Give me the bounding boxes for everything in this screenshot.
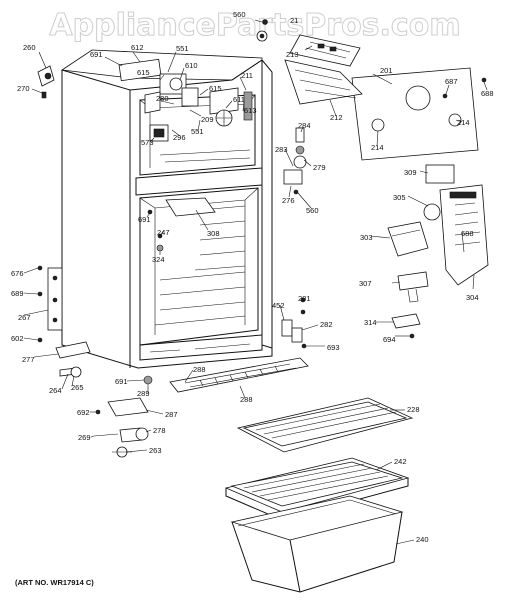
- label-691: 691: [90, 50, 103, 59]
- label-289: 289: [137, 389, 150, 398]
- label-560: 560: [233, 10, 246, 19]
- label-692: 692: [77, 408, 90, 417]
- label-691b: 691: [138, 215, 151, 224]
- label-265: 265: [71, 383, 84, 392]
- label-212: 212: [330, 113, 343, 122]
- label-242: 242: [394, 457, 407, 466]
- label-228: 228: [407, 405, 420, 414]
- crisper-drawer: [230, 495, 404, 593]
- label-21x: 21: [290, 16, 298, 25]
- label-560b: 560: [306, 206, 319, 215]
- label-694: 694: [383, 335, 396, 344]
- glass-shelf: [236, 397, 414, 453]
- label-281: 281: [298, 294, 311, 303]
- crisper-cover: [224, 457, 410, 521]
- label-284: 284: [298, 121, 311, 130]
- label-304: 304: [466, 293, 479, 302]
- label-288: 288: [193, 365, 206, 374]
- label-214b: 214: [371, 143, 384, 152]
- label-260: 260: [23, 43, 36, 52]
- label-201: 201: [380, 66, 393, 75]
- label-573: 573: [141, 138, 154, 147]
- label-314: 314: [364, 318, 377, 327]
- label-602: 602: [11, 334, 24, 343]
- label-687: 687: [445, 77, 458, 86]
- label-610: 610: [185, 61, 198, 70]
- label-307: 307: [359, 279, 372, 288]
- label-691c: 691: [115, 377, 128, 386]
- label-264: 264: [49, 386, 62, 395]
- label-611: 611: [233, 95, 245, 104]
- label-211: 211: [241, 71, 253, 80]
- label-267: 267: [18, 313, 31, 322]
- label-615: 615: [137, 68, 150, 77]
- label-270: 270: [17, 84, 30, 93]
- label-309: 309: [404, 168, 417, 177]
- hardware: [37, 19, 487, 458]
- label-688b: 688: [461, 229, 474, 238]
- label-305: 305: [393, 193, 406, 202]
- label-287: 287: [165, 410, 178, 419]
- label-283: 283: [275, 145, 288, 154]
- label-693: 693: [327, 343, 340, 352]
- label-279: 279: [313, 163, 326, 172]
- leader-lines: [23, 45, 488, 545]
- label-269: 269: [78, 433, 91, 442]
- label-551b: 551: [191, 127, 204, 136]
- label-263: 263: [149, 446, 162, 455]
- label-613: 613: [244, 106, 257, 115]
- bottom-grille: [169, 357, 309, 393]
- label-288b: 288: [240, 395, 253, 404]
- label-277: 277: [22, 355, 35, 364]
- label-308: 308: [207, 229, 220, 238]
- label-551: 551: [176, 44, 189, 53]
- label-296: 296: [173, 133, 186, 142]
- control-assembly: [118, 58, 253, 142]
- label-324: 324: [152, 255, 165, 264]
- label-303: 303: [360, 233, 373, 242]
- label-689: 689: [11, 289, 24, 298]
- control-housing: [387, 184, 489, 339]
- label-214: 214: [457, 118, 470, 127]
- label-278: 278: [153, 426, 166, 435]
- label-276: 276: [282, 196, 295, 205]
- evaporator-cover: [351, 67, 479, 161]
- label-280: 280: [156, 94, 169, 103]
- label-240: 240: [416, 535, 429, 544]
- label-676: 676: [11, 269, 24, 278]
- label-615b: 615: [209, 84, 222, 93]
- part-labels: 560 21 260 691 612 551 213 270 615 610 2…: [11, 10, 494, 544]
- label-612: 612: [131, 43, 144, 52]
- art-number: (ART NO. WR17914 C): [15, 578, 94, 587]
- label-282: 282: [320, 320, 333, 329]
- air-duct: [284, 34, 363, 105]
- cabinet: [47, 49, 273, 369]
- watermark: AppliancePartsPros.com: [49, 8, 461, 44]
- label-213: 213: [286, 50, 299, 59]
- label-247: 247: [157, 228, 170, 237]
- label-452: 452: [272, 301, 285, 310]
- label-209: 209: [201, 115, 214, 124]
- label-688: 688: [481, 89, 494, 98]
